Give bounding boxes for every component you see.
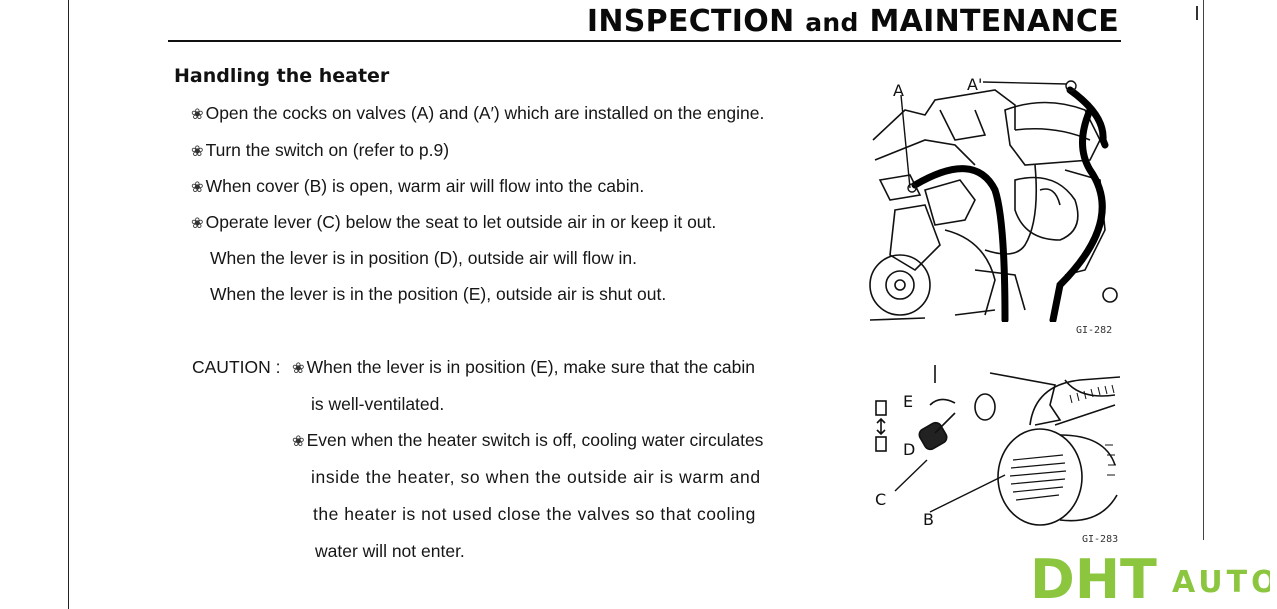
- brand-logo-mark: DHT AUTO: [1030, 548, 1277, 609]
- svg-text:AUTO: AUTO: [1172, 565, 1270, 600]
- sub-line: When the lever is in position (D), outsi…: [210, 248, 637, 268]
- bullet-icon: ❀: [292, 360, 305, 377]
- caution-line: the heater is not used close the valves …: [313, 504, 756, 524]
- label-a-prime: A': [967, 75, 982, 94]
- list-item: ❀Operate lever (C) below the seat to let…: [191, 212, 717, 232]
- header-rule: [168, 40, 1121, 42]
- label-c: C: [875, 490, 886, 509]
- bullet-icon: ❀: [292, 433, 305, 450]
- right-margin-tick: [1196, 6, 1198, 20]
- brand-logo: DHT AUTO: [1030, 548, 1277, 609]
- figure-code: GI-282: [1076, 325, 1113, 336]
- list-item: ❀Open the cocks on valves (A) and (A′) w…: [191, 103, 765, 123]
- bullet-icon: ❀: [191, 106, 204, 123]
- caution-line: is well-ventilated.: [311, 394, 445, 414]
- page-title: INSPECTION and MAINTENANCE: [587, 4, 1119, 39]
- title-part1: INSPECTION: [586, 4, 795, 39]
- label-a: A: [893, 81, 904, 100]
- bullet-icon: ❀: [191, 215, 204, 232]
- label-d: D: [903, 440, 915, 459]
- caution-label: CAUTION :: [192, 357, 281, 377]
- right-margin-rule: [1203, 0, 1204, 540]
- figure-code: GI-283: [1082, 534, 1119, 545]
- sub-line: When the lever is in the position (E), o…: [210, 284, 667, 304]
- list-item: ❀When cover (B) is open, warm air will f…: [191, 176, 645, 196]
- svg-text:DHT: DHT: [1030, 548, 1157, 604]
- caution-item: ❀Even when the heater switch is off, coo…: [292, 430, 764, 450]
- label-b: B: [923, 510, 934, 529]
- left-margin-rule: [68, 0, 69, 609]
- bullet-icon: ❀: [191, 143, 204, 160]
- caution-item: ❀When the lever is in position (E), make…: [292, 357, 755, 377]
- label-e: E: [903, 392, 913, 411]
- caution-line: water will not enter.: [315, 541, 465, 561]
- section-heading: Handling the heater: [174, 65, 390, 87]
- heater-lever-illustration: E D C B: [875, 365, 1120, 529]
- title-and: and: [805, 8, 859, 37]
- caution-line: inside the heater, so when the outside a…: [311, 467, 761, 487]
- bullet-icon: ❀: [191, 179, 204, 196]
- list-item: ❀Turn the switch on (refer to p.9): [191, 140, 450, 160]
- engine-valve-illustration: A A': [869, 75, 1118, 322]
- title-part2: MAINTENANCE: [869, 4, 1119, 39]
